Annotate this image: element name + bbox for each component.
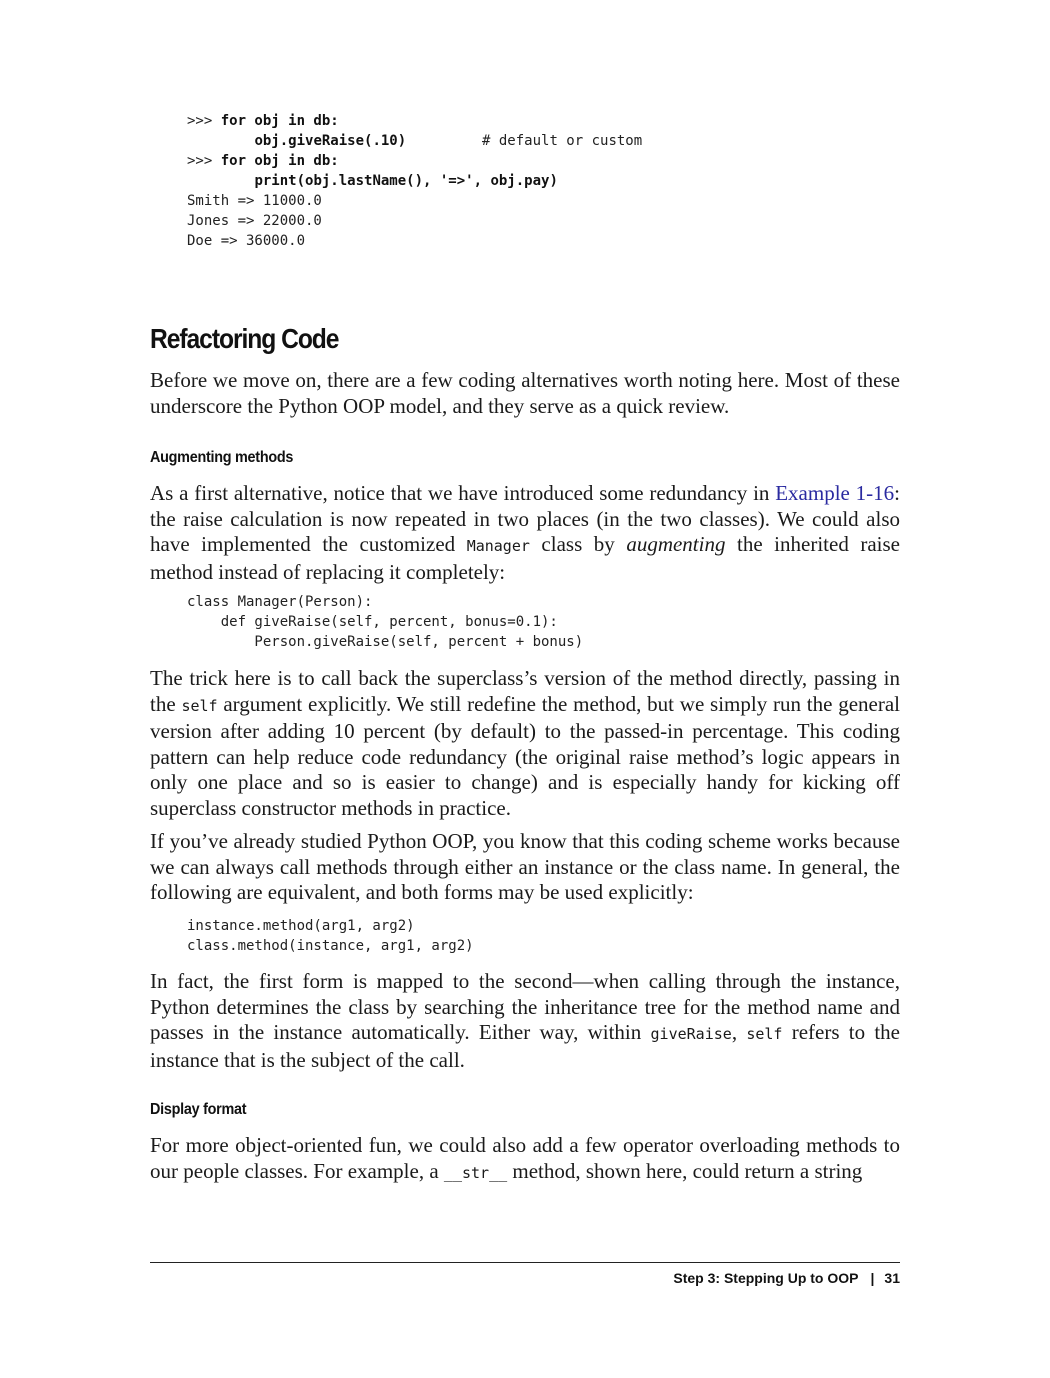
- code-line: Person.giveRaise(self, percent + bonus): [187, 634, 584, 650]
- code-line: >>> for obj in db:: [187, 113, 339, 129]
- code-line: >>> for obj in db:: [187, 153, 339, 169]
- code-output-line: Jones => 22000.0: [187, 213, 322, 229]
- code-block-loop: >>> for obj in db: obj.giveRaise(.10) # …: [150, 111, 900, 251]
- subsection-title-display: Display format: [150, 1101, 247, 1118]
- code-output-line: Doe => 36000.0: [187, 233, 306, 249]
- intro-paragraph: Before we move on, there are a few codin…: [150, 368, 900, 418]
- subsection-title-augmenting: Augmenting methods: [150, 449, 294, 466]
- page-number: 31: [884, 1270, 900, 1286]
- code-block-manager: class Manager(Person): def giveRaise(sel…: [150, 592, 900, 652]
- chapter-title: Step 3: Stepping Up to OOP: [673, 1270, 859, 1286]
- code-line: obj.giveRaise(.10) # default or custom: [254, 133, 643, 149]
- code-line: def giveRaise(self, percent, bonus=0.1):: [187, 614, 558, 630]
- code-line: class.method(instance, arg1, arg2): [187, 938, 474, 954]
- code-line: print(obj.lastName(), '=>', obj.pay): [254, 173, 558, 189]
- code-line: instance.method(arg1, arg2): [187, 918, 415, 934]
- display-paragraph-1: For more object-oriented fun, we could a…: [150, 1133, 900, 1183]
- code-block-equivalent: instance.method(arg1, arg2) class.method…: [150, 916, 900, 956]
- code-output-line: Smith => 11000.0: [187, 193, 322, 209]
- code-line: class Manager(Person):: [187, 594, 373, 610]
- augmenting-paragraph-3: If you’ve already studied Python OOP, yo…: [150, 829, 900, 904]
- book-page: >>> for obj in db: obj.giveRaise(.10) # …: [150, 0, 900, 1378]
- footer-rule: [150, 1262, 900, 1263]
- augmenting-paragraph-1: As a first alternative, notice that we h…: [150, 481, 901, 584]
- augmenting-paragraph-2: The trick here is to call back the super…: [150, 666, 900, 820]
- example-link[interactable]: Example 1-16: [775, 481, 895, 505]
- augmenting-paragraph-4: In fact, the first form is mapped to the…: [150, 969, 901, 1072]
- page-footer: Step 3: Stepping Up to OOP | 31: [673, 1270, 900, 1286]
- footer-separator: |: [870, 1270, 875, 1286]
- section-title: Refactoring Code: [150, 323, 340, 354]
